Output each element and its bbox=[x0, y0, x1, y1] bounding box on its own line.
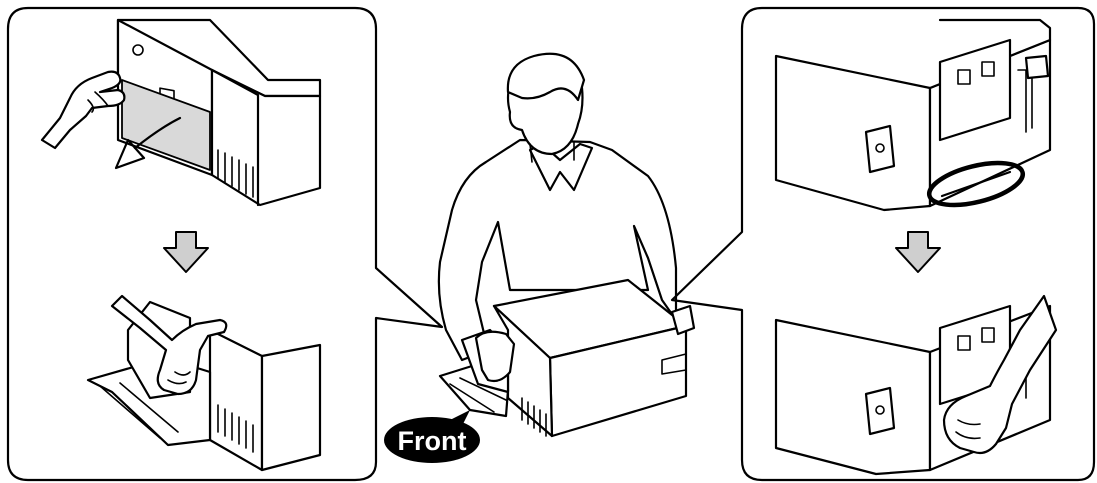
left-down-arrow bbox=[164, 232, 208, 272]
right-down-arrow bbox=[896, 232, 940, 272]
front-label: Front bbox=[384, 410, 480, 463]
left-panel bbox=[8, 8, 442, 480]
hand-icon bbox=[42, 72, 124, 148]
printer-back-illustration bbox=[776, 20, 1050, 213]
printer-back-grip-illustration bbox=[776, 296, 1056, 474]
front-label-text: Front bbox=[398, 426, 467, 456]
center-scene: Front bbox=[384, 54, 694, 463]
printer-grip-inside-illustration bbox=[88, 296, 320, 470]
printer-cover-open-illustration bbox=[42, 20, 320, 205]
right-panel bbox=[672, 8, 1094, 480]
